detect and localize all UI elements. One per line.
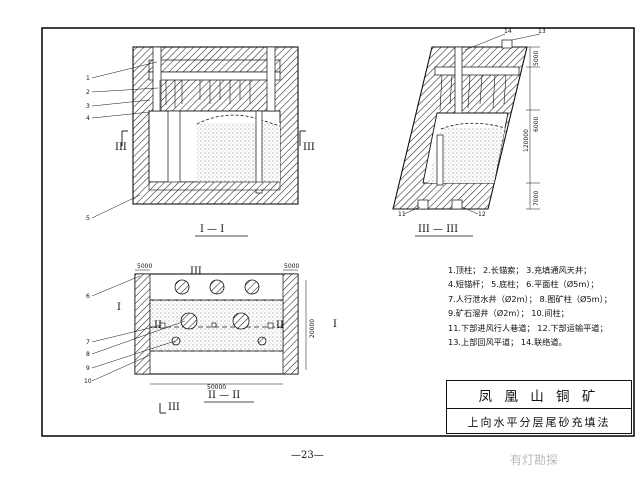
watermark: 有灯勘探 xyxy=(510,453,559,467)
bottom-drift xyxy=(148,181,281,191)
dim-50000: 50000 xyxy=(207,384,226,391)
section-mark-ii-left: II xyxy=(154,320,162,331)
inclined-orepass xyxy=(436,134,444,186)
callout-7: 7 xyxy=(86,339,90,346)
inclined-anchors xyxy=(439,74,507,111)
fill-surface-line xyxy=(196,114,281,127)
section-mark-ii-right: II xyxy=(276,320,284,331)
pillar-top-1 xyxy=(174,279,190,295)
dim-20000: 20000 xyxy=(309,319,316,338)
inclined-fill xyxy=(428,128,505,183)
dim-5000-top: 5000 xyxy=(533,51,540,66)
dimension-vertical xyxy=(526,46,540,210)
dim-120000: 120000 xyxy=(523,129,530,152)
method-name: 上向水平分层尾砂充填法 xyxy=(467,415,611,429)
dim-7000: 7000 xyxy=(533,191,540,206)
pillar-mid-2 xyxy=(232,312,250,330)
legend-line-3: 7.人行泄水井（Ø2m）； 8.图矿柱（Ø5m）； xyxy=(448,293,612,304)
pillar-mid-1 xyxy=(180,312,198,330)
bottom-drift-12 xyxy=(451,199,463,210)
view-section-iii-iii: 5000 6000 120000 7000 14 13 11 12 III — … xyxy=(392,28,546,237)
inclined-raise xyxy=(454,46,463,114)
orepass-square-3 xyxy=(267,322,274,329)
raise-right xyxy=(266,46,276,112)
callout-10: 10 xyxy=(84,378,92,385)
callout-3: 3 xyxy=(86,103,90,110)
view-title-ii-ii: II — II xyxy=(208,390,240,401)
pillar-top-3 xyxy=(244,279,260,295)
dim-6000: 6000 xyxy=(533,117,540,132)
legend-line-2: 4.短锚杆； 5.底柱； 6.平面柱（Ø5m）； xyxy=(448,279,599,290)
section-mark-iii-top: III xyxy=(190,266,202,277)
callout-2: 2 xyxy=(86,89,90,96)
legend-line-4: 9.矿石溜井（Ø2m）； 10.间柱； xyxy=(448,308,569,319)
callout-6: 6 xyxy=(86,293,90,300)
callout-8: 8 xyxy=(86,351,90,358)
title-block: 凤 凰 山 铜 矿 上向水平分层尾砂充填法 xyxy=(446,380,632,434)
view-title-i-i: I — I xyxy=(200,224,224,235)
legend-line-1: 1.顶柱； 2.长锚索； 3.充填通风天井； xyxy=(448,265,592,275)
pillar-top-2 xyxy=(209,279,225,295)
tailings-fill xyxy=(197,123,280,182)
section-mark-i-left: I xyxy=(117,302,121,313)
callouts-plan xyxy=(91,275,186,382)
view-section-i-i: 1 2 3 4 5 III III I — I xyxy=(86,46,315,237)
page-number: —23— xyxy=(291,450,324,461)
callout-9: 9 xyxy=(86,365,90,372)
mine-name: 凤 凰 山 铜 矿 xyxy=(447,381,631,409)
bottom-drift-11 xyxy=(417,199,429,210)
inclined-drift xyxy=(434,66,520,76)
ore-pass xyxy=(167,110,181,187)
callout-1: 1 xyxy=(86,75,90,82)
upper-chamber xyxy=(501,39,513,49)
plan-pillar-left xyxy=(134,273,151,375)
section-mark-iii-right: III xyxy=(303,142,315,153)
pillar-bot-1 xyxy=(171,336,181,346)
view-section-ii-ii: 5000 5000 50000 20000 6 7 8 9 10 III III… xyxy=(84,263,337,414)
sheet-border xyxy=(41,27,635,437)
crown-pillar xyxy=(148,59,281,73)
legend-line-6: 13.上部回风平道； 14.联络道。 xyxy=(448,337,567,348)
callout-12: 12 xyxy=(478,211,486,218)
dim-5000-right: 5000 xyxy=(284,263,299,270)
section-mark-i-right: I xyxy=(333,319,337,330)
section-mark-iii-bottom: III xyxy=(168,402,180,413)
callout-5: 5 xyxy=(86,215,90,222)
dim-5000-left: 5000 xyxy=(137,263,152,270)
callouts-left xyxy=(91,61,159,219)
view-title-iii-iii: III — III xyxy=(418,224,458,235)
callout-14: 14 xyxy=(504,28,512,35)
anchor-group xyxy=(159,80,251,111)
plan-pillar-right xyxy=(282,273,299,375)
callout-11: 11 xyxy=(398,211,406,218)
inclined-fill-surface xyxy=(440,122,506,130)
raise-left xyxy=(152,46,162,112)
callout-4: 4 xyxy=(86,115,90,122)
legend-line-5: 11.下部进风行人巷道； 12.下部运输平道； xyxy=(448,322,608,333)
manway-shaft xyxy=(255,110,263,194)
pillar-bot-2 xyxy=(257,336,267,346)
section-mark-iii-left: III xyxy=(115,142,127,153)
orepass-square-2 xyxy=(211,322,217,328)
upper-drift xyxy=(148,71,281,81)
legend: 1.顶柱； 2.长锚索； 3.充填通风天井； 4.短锚杆； 5.底柱； 6.平面… xyxy=(448,263,633,349)
section-marker-iii-left xyxy=(121,130,306,146)
callout-13: 13 xyxy=(538,28,546,35)
